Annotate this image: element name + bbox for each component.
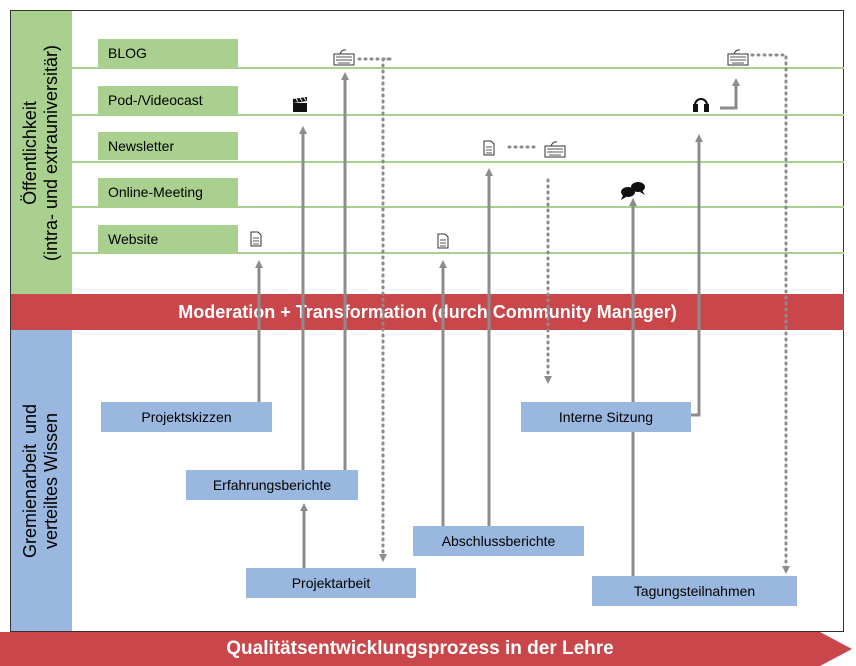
channel-online-meeting: Online-Meeting — [98, 178, 238, 206]
quality-process-arrow — [0, 632, 852, 666]
source-erfahrungsberichte: Erfahrungsberichte — [186, 470, 358, 500]
channel-newsletter: Newsletter — [98, 132, 238, 160]
channel-website: Website — [98, 225, 238, 253]
keyboard-icon — [727, 49, 749, 66]
source-abschlussberichte: Abschlussberichte — [413, 526, 584, 556]
clapperboard-icon — [293, 97, 307, 112]
channel-podcast: Pod-/Videocast — [98, 86, 238, 114]
arrow-interne-sitzung-podcast — [690, 134, 703, 417]
channel-line-newsletter — [72, 161, 844, 163]
chat-bubbles-icon — [621, 182, 645, 200]
document-icon — [250, 231, 262, 247]
document-icon — [437, 233, 449, 249]
headphones-icon — [693, 98, 709, 112]
channel-line-blog — [72, 67, 844, 69]
source-interne-sitzung: Interne Sitzung — [521, 402, 691, 432]
channel-line-online-meeting — [72, 206, 844, 208]
dotted-blog-projektarbeit — [357, 57, 392, 562]
document-icon — [483, 140, 495, 156]
source-tagungsteilnahmen: Tagungsteilnahmen — [592, 576, 797, 606]
public-sphere-panel: Öffentlichkeit (intra- und extrauniversi… — [11, 11, 72, 294]
keyboard-icon — [544, 141, 566, 158]
source-projektarbeit: Projektarbeit — [246, 568, 416, 598]
committee-knowledge-panel: Gremienarbeit und verteiltes Wissen — [11, 330, 72, 631]
source-projektskizzen: Projektskizzen — [101, 402, 272, 432]
quality-process-label: Qualitätsentwicklungsprozess in der Lehr… — [226, 638, 614, 659]
channel-line-website — [72, 252, 844, 254]
channel-line-podcast — [72, 114, 844, 116]
dotted-blog-tagung — [750, 53, 790, 574]
channel-blog: BLOG — [98, 39, 238, 67]
arrow-podcast-blog — [720, 78, 740, 110]
keyboard-icon — [333, 49, 355, 66]
